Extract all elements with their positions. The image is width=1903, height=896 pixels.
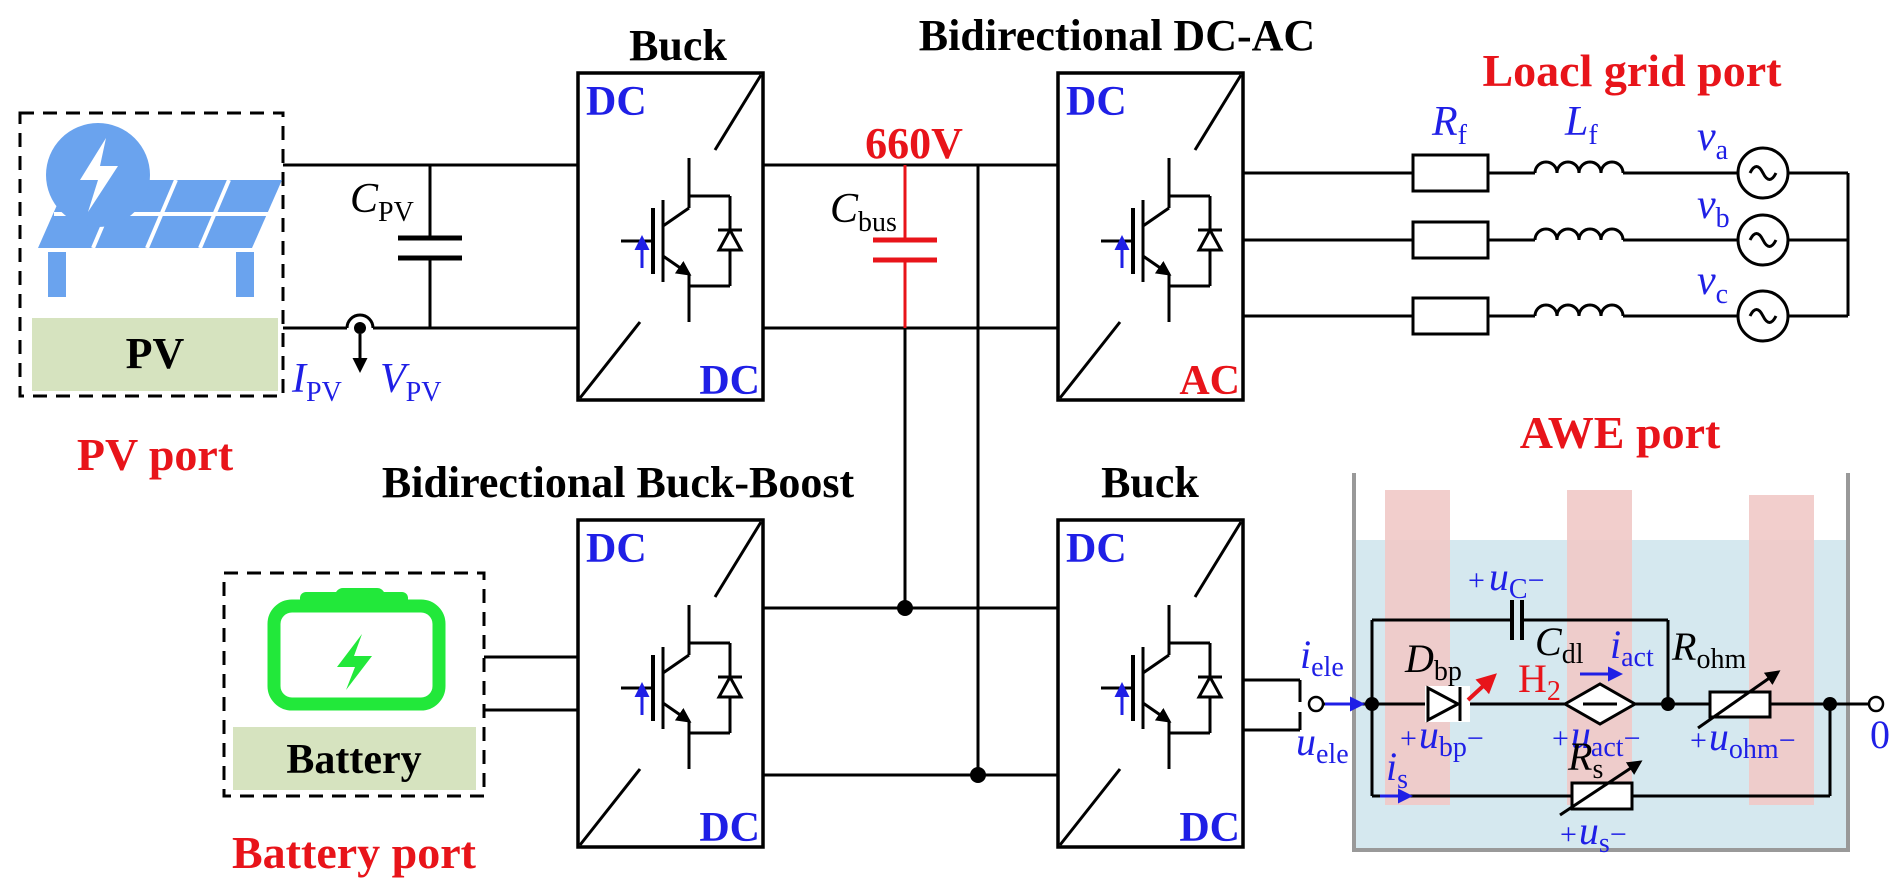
pv-current-label: IPV [291,356,342,408]
solar-panel-icon [38,123,282,297]
grid-wiring [1243,146,1850,343]
awe-buck-title: Buck [1101,458,1199,507]
electrode-middle [1567,490,1632,805]
electrode-left [1385,490,1450,805]
battery-port-label: Battery port [232,827,477,878]
bipolar-diode-label: Dbp [1404,636,1462,687]
bus-capacitor-label: Cbus [830,186,897,238]
hydrogen-label: H2 [1518,656,1561,707]
awe-buck-in-label: DC [1066,526,1127,572]
awe-buck-converter: DC DC [1056,518,1245,851]
pv-port-label: PV port [77,429,234,480]
battery-label-box [233,727,476,790]
grid-resistor-label: Rf [1431,99,1468,151]
pv-port-frame [18,111,285,398]
pv-capacitor-label: CPV [350,176,414,228]
pv-buck-title: Buck [629,21,727,70]
awe-port-label: AWE port [1520,407,1721,458]
activation-current-label: iact [1610,622,1654,673]
inverter-out-label: AC [1179,358,1240,404]
shunt-voltage-label: +us− [1560,808,1627,859]
battery-converter-title: Bidirectional Buck-Boost [382,458,855,507]
activation-voltage-label: +uact− [1552,712,1640,763]
pv-voltage-label: VPV [380,356,441,408]
battery-box-label: Battery [286,737,421,783]
battery-converter: DC DC [576,518,765,851]
awe-buck-out-label: DC [1179,805,1240,851]
grid-inductor-label: Lf [1564,99,1598,151]
bipolar-voltage-label: +ubp− [1400,712,1484,763]
dc-bus [763,163,1058,783]
phase-c-label: vc [1697,258,1728,310]
phase-a-label: va [1697,114,1729,166]
battery-wiring [484,655,578,712]
inverter-title: Bidirectional DC-AC [919,11,1315,60]
ohmic-voltage-label: +uohm− [1690,714,1796,765]
capacitor-voltage-label: +uC− [1468,554,1545,605]
inverter-converter: DC AC [1056,71,1245,404]
shunt-resistance-label: Rs [1567,734,1603,785]
battery-converter-in-label: DC [586,526,647,572]
pv-wiring [283,163,578,373]
pv-label-box [32,318,278,391]
double-layer-capacitance-label: Cdl [1535,619,1584,670]
electrode-right [1749,495,1814,805]
bus-voltage-label: 660V [865,119,963,168]
battery-converter-out-label: DC [699,805,760,851]
battery-icon [267,588,446,711]
ground-terminal-label: 0 [1870,712,1890,757]
pv-box-label: PV [126,329,185,378]
battery-port: Battery [222,571,486,798]
inverter-in-label: DC [1066,79,1127,125]
grid-port-label: Loacl grid port [1483,45,1783,96]
shunt-current-label: is [1386,744,1408,795]
pv-buck-out-label: DC [699,358,760,404]
battery-port-frame [222,571,486,798]
pv-port: PV [18,111,285,398]
awe-current-label: iele [1300,632,1344,683]
pv-buck-converter: DC DC [576,71,765,404]
awe-voltage-label: uele [1296,719,1349,770]
awe-equivalent-circuit [1243,600,1885,817]
pv-buck-in-label: DC [586,79,647,125]
phase-b-label: vb [1697,182,1730,234]
ohmic-resistance-label: Rohm [1671,624,1746,675]
